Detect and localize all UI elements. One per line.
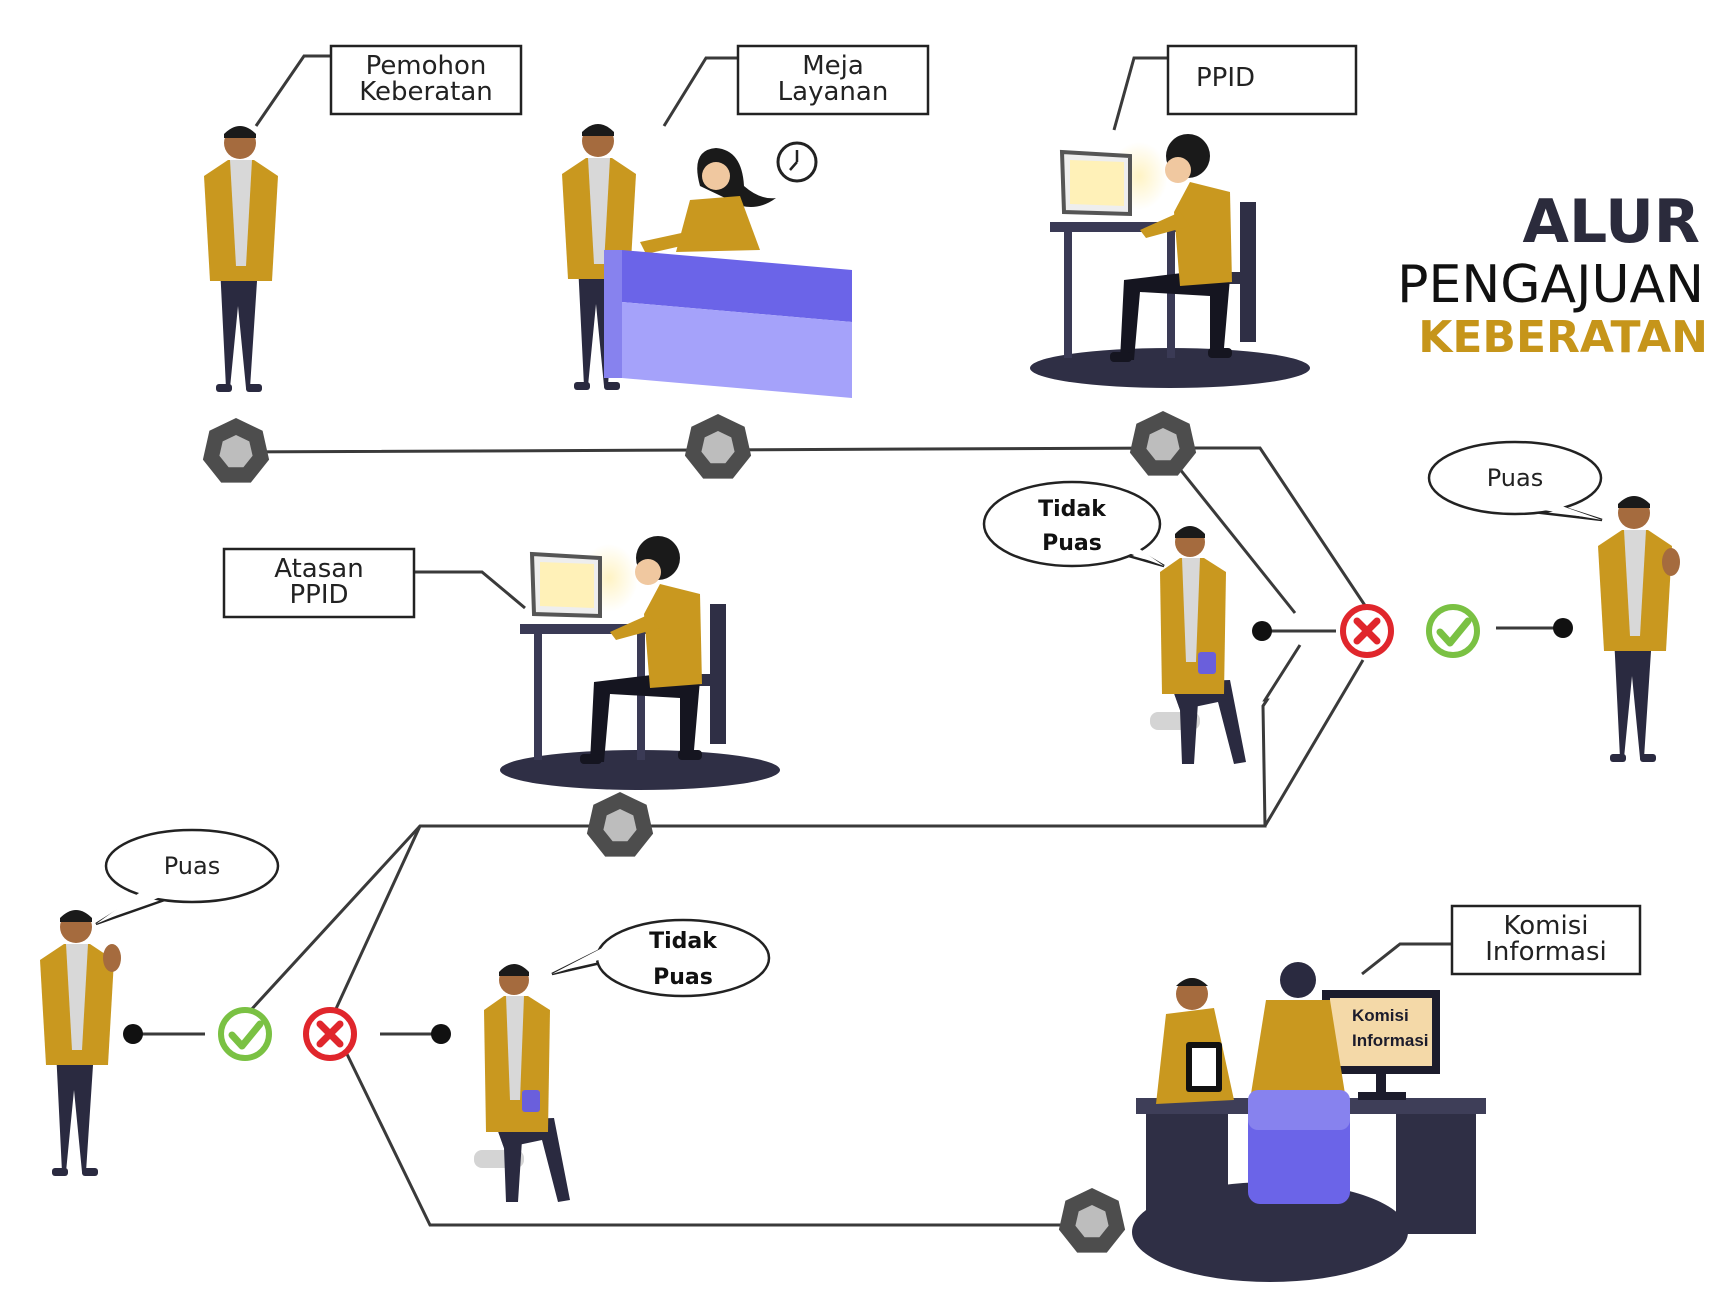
line-tidak-to-atasan: [248, 644, 1302, 1013]
person-tidak-puas-left: [474, 964, 570, 1202]
person-ppid-desk: [1028, 132, 1312, 390]
raised-hand-right: [1662, 548, 1680, 576]
node-pemohon: [202, 418, 270, 483]
meja-layanan-scene: [562, 124, 852, 398]
monitor-text-line2: Informasi: [1352, 1031, 1429, 1050]
bubble-tidak-puas-right: Tidak Puas: [982, 480, 1165, 568]
node-meja: [684, 414, 752, 479]
title-line1: ALUR: [1523, 187, 1700, 257]
dot-left-a: [123, 1024, 143, 1044]
node-ppid: [1129, 411, 1197, 476]
label-pemohon-line2: Keberatan: [359, 77, 492, 107]
person-puas-right: [1598, 496, 1672, 762]
cross-icon-left: [306, 1010, 354, 1058]
komisi-informasi-scene: Komisi Informasi: [1132, 962, 1486, 1282]
line-tidak-to-komisi: [343, 1049, 1090, 1227]
leader-komisi: [1361, 942, 1452, 976]
raised-hand-left: [103, 944, 121, 972]
bubble-puas-left-text: Puas: [164, 852, 220, 880]
bubble-puas-left: Puas: [95, 828, 280, 926]
person-pemohon: [204, 126, 278, 392]
label-ppid: PPID: [1166, 44, 1358, 116]
dot-right-b: [1553, 618, 1573, 638]
label-atasan-line1: Atasan: [274, 554, 363, 584]
bubble-puas-right-text: Puas: [1487, 464, 1543, 492]
bubble-tidak-puas-left-line2: Puas: [653, 965, 713, 990]
monitor-text-line1: Komisi: [1352, 1006, 1409, 1025]
leader-pemohon: [254, 54, 330, 127]
line-cross-down: [1263, 659, 1365, 827]
check-icon-left: [221, 1010, 269, 1058]
bubble-puas-right: Puas: [1427, 440, 1603, 522]
dot-left-b: [431, 1024, 451, 1044]
bubble-tidak-puas-right-line2: Puas: [1042, 531, 1102, 556]
flow-lines: [128, 54, 1564, 1227]
label-pemohon-keberatan: Pemohon Keberatan: [329, 44, 523, 116]
bubble-tidak-puas-right-line1: Tidak: [1038, 497, 1107, 522]
label-komisi-line2: Informasi: [1485, 937, 1606, 967]
label-meja-line1: Meja: [802, 51, 864, 81]
title-line2: PENGAJUAN: [1397, 255, 1704, 315]
label-pemohon-line1: Pemohon: [366, 51, 487, 81]
person-puas-left: [40, 910, 114, 1176]
label-atasan-line2: PPID: [289, 580, 348, 610]
label-komisi-informasi: Komisi Informasi: [1450, 904, 1642, 976]
bubble-tidak-puas-left: Tidak Puas: [551, 918, 771, 998]
dot-right-a: [1252, 621, 1272, 641]
line-ppid-to-tidak: [1161, 447, 1297, 614]
label-atasan-ppid: Atasan PPID: [222, 547, 416, 619]
label-komisi-line1: Komisi: [1504, 911, 1589, 941]
check-icon-right: [1429, 607, 1477, 655]
bubble-tidak-puas-left-line1: Tidak: [649, 929, 718, 954]
line-atasan-to-tidak: [333, 825, 422, 1012]
node-atasan: [586, 792, 654, 857]
title-line3: KEBERATAN: [1418, 312, 1708, 363]
node-komisi: [1058, 1188, 1126, 1253]
label-meja-layanan: Meja Layanan: [736, 44, 930, 116]
leader-atasan: [412, 570, 526, 610]
leader-ppid: [1112, 56, 1168, 131]
leader-meja: [662, 56, 738, 127]
label-ppid-text: PPID: [1196, 63, 1255, 93]
person-tidak-puas-right: [1150, 526, 1246, 764]
person-atasan-desk: [498, 534, 782, 792]
label-meja-line2: Layanan: [778, 77, 889, 107]
cross-icon-right: [1343, 607, 1391, 655]
diagram-title: ALUR PENGAJUAN KEBERATAN: [1397, 187, 1708, 363]
